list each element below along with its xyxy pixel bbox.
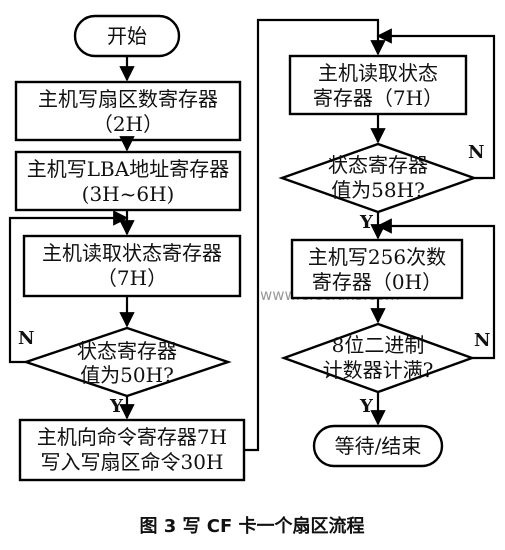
start-label: 开始	[107, 24, 147, 48]
read-status-box-left	[22, 234, 242, 298]
decision-58h-line1: 状态寄存器	[328, 153, 428, 177]
write-lba-line1: 主机写LBA地址寄存器	[27, 157, 229, 181]
read-status-left-line2: （7H）	[97, 266, 167, 290]
counter-decision-line1: 8位二进制	[332, 333, 425, 357]
write-sector-count-line2: （2H）	[93, 112, 163, 136]
decision-50h-line2: 值为50H?	[80, 363, 174, 387]
figure-caption: 图 3 写 CF 卡一个扇区流程	[139, 515, 364, 537]
read-status-left-line1: 主机读取状态寄存器	[42, 241, 222, 265]
decision-50h-line1: 状态寄存器	[77, 339, 177, 363]
label-no-left: N	[18, 328, 34, 349]
write-sector-count-line1: 主机写扇区数寄存器	[38, 87, 218, 111]
write-command-line2: 写入写扇区命令30H	[41, 450, 224, 474]
label-yes-left: Y	[109, 396, 124, 417]
write-data-line2: 寄存器（0H）	[312, 270, 442, 294]
write-command-line1: 主机向命令寄存器7H	[37, 425, 227, 449]
write-command-box	[18, 418, 246, 482]
decision-58h-line2: 值为58H?	[331, 178, 425, 202]
end-terminator	[312, 424, 444, 468]
write-data-line1: 主机写256次数	[308, 245, 446, 269]
read-status-box-right	[288, 54, 468, 116]
label-yes-right-top: Y	[359, 212, 374, 233]
label-no-right-bottom: N	[474, 330, 490, 351]
label-yes-right-bottom: Y	[359, 396, 374, 417]
write-lba-line2: (3H~6H)	[82, 182, 175, 206]
loop-no-58h	[376, 28, 496, 180]
end-label: 等待/结束	[335, 434, 422, 458]
read-status-right-line2: 寄存器（7H）	[313, 86, 443, 110]
write-lba-box	[14, 150, 242, 212]
loop-no-counter	[376, 218, 496, 360]
label-no-right-top: N	[468, 142, 484, 163]
counter-decision-line2: 计数器计满?	[323, 358, 434, 382]
read-status-right-line1: 主机读取状态	[318, 61, 438, 85]
loop-no-50h	[8, 210, 129, 364]
